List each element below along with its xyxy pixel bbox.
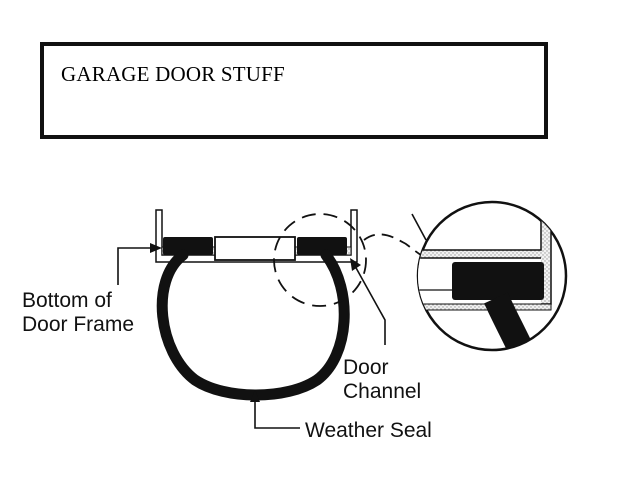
label-bottom-of: Bottom of bbox=[22, 289, 112, 312]
label-door: Door bbox=[343, 356, 389, 379]
title-box: GARAGE DOOR STUFF bbox=[40, 42, 548, 139]
magnified-detail bbox=[416, 200, 568, 352]
label-door-frame: Door Frame bbox=[22, 313, 135, 336]
label-bottom-of-door-frame: Bottom of Door Frame bbox=[22, 289, 134, 337]
leader-door-channel bbox=[354, 265, 386, 345]
label-weather-seal: Weather Seal bbox=[305, 419, 432, 442]
label-door-channel: Door Channel bbox=[343, 356, 421, 404]
page-title: GARAGE DOOR STUFF bbox=[61, 62, 285, 86]
detail-highlight-circle bbox=[273, 213, 367, 307]
door-channel bbox=[155, 209, 358, 263]
leader-weather-seal bbox=[254, 397, 300, 429]
leader-bottom-frame bbox=[117, 247, 155, 285]
label-channel: Channel bbox=[343, 380, 422, 403]
